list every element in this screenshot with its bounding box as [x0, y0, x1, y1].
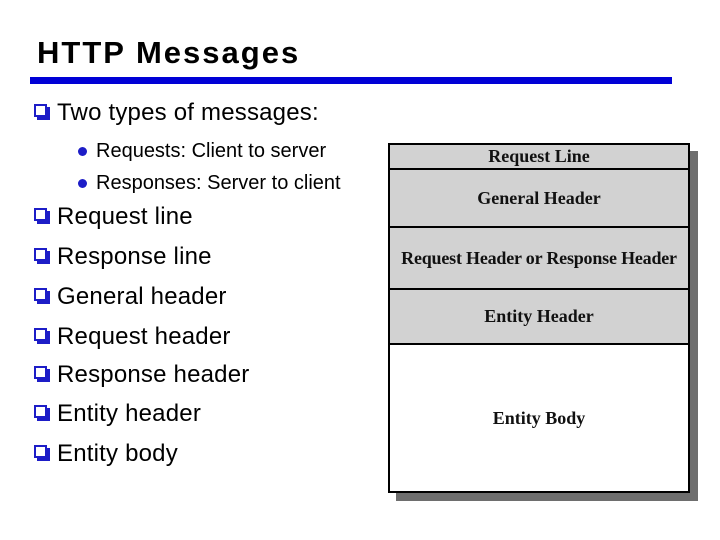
square-bullet-icon — [34, 405, 47, 418]
list-item: Response header — [30, 361, 249, 389]
list-item-label: Entity header — [57, 400, 202, 427]
sub-list-item: Requests: Client to server — [76, 140, 326, 163]
title-underline-bar — [30, 77, 672, 84]
http-message-structure-diagram: Request Line General Header Request Head… — [388, 143, 690, 493]
list-item-label: Request header — [57, 323, 231, 350]
diagram-box-entity-header: Entity Header — [390, 290, 688, 345]
sub-list-item: Responses: Server to client — [76, 172, 341, 195]
diagram-box-request-line: Request Line — [390, 145, 688, 170]
circle-bullet-icon — [78, 179, 87, 188]
sub-list-item-label: Responses: Server to client — [96, 172, 341, 194]
list-item-label: Two types of messages: — [57, 99, 319, 126]
diagram-box-entity-body: Entity Body — [390, 345, 688, 491]
list-item-label: General header — [57, 283, 227, 310]
square-bullet-icon — [34, 366, 47, 379]
list-item: Request line — [30, 203, 193, 231]
circle-bullet-icon — [78, 147, 87, 156]
diagram-box-request-or-response-header: Request Header or Response Header — [390, 228, 688, 290]
square-bullet-icon — [34, 288, 47, 301]
list-item: Request header — [30, 323, 231, 351]
square-bullet-icon — [34, 104, 47, 117]
list-item: Two types of messages: — [30, 99, 319, 127]
list-item-label: Response line — [57, 243, 212, 270]
square-bullet-icon — [34, 208, 47, 221]
square-bullet-icon — [34, 248, 47, 261]
diagram-box-general-header: General Header — [390, 170, 688, 228]
list-item-label: Entity body — [57, 440, 178, 467]
square-bullet-icon — [34, 445, 47, 458]
sub-list-item-label: Requests: Client to server — [96, 140, 327, 162]
square-bullet-icon — [34, 328, 47, 341]
list-item: Entity header — [30, 400, 201, 428]
page-title: HTTP Messages — [37, 35, 301, 70]
list-item: Entity body — [30, 440, 178, 468]
list-item-label: Request line — [57, 203, 193, 230]
list-item: General header — [30, 283, 227, 311]
list-item: Response line — [30, 243, 212, 271]
list-item-label: Response header — [57, 361, 250, 388]
